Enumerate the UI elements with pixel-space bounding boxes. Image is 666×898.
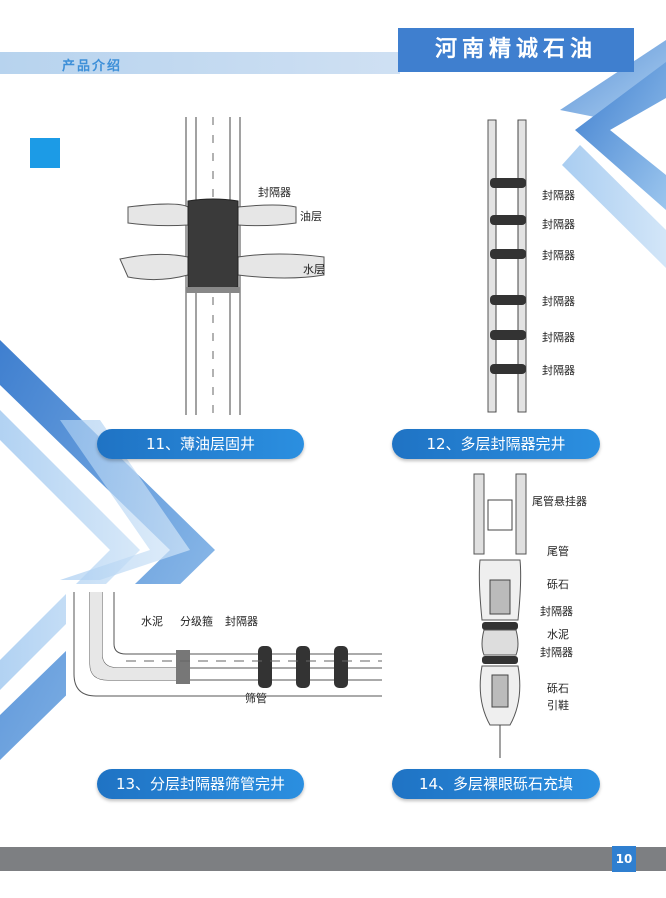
fig14-label-gravel-1: 砾石 — [547, 578, 569, 591]
fig12-label-packer-3: 封隔器 — [542, 249, 575, 262]
fig12-label-packer-4: 封隔器 — [542, 295, 575, 308]
fig13-label-screen: 筛管 — [245, 692, 267, 705]
fig11-label-packer: 封隔器 — [258, 186, 291, 199]
fig14-label-cement: 水泥 — [547, 628, 569, 641]
footer-bar — [0, 847, 666, 871]
fig12-label-packer-1: 封隔器 — [542, 189, 575, 202]
figure-13-caption: 13、分层封隔器筛管完井 — [97, 769, 304, 799]
fig12-label-packer-5: 封隔器 — [542, 331, 575, 344]
brand-name: 河南精诚石油 — [434, 37, 597, 62]
header-band — [0, 52, 400, 74]
fig11-label-oil-layer: 油层 — [300, 210, 322, 223]
figure-11-diagram — [119, 117, 325, 415]
fig14-label-liner-hanger: 尾管悬挂器 — [532, 495, 587, 508]
fig12-label-packer-6: 封隔器 — [542, 364, 575, 377]
fig14-label-guide-shoe: 引鞋 — [547, 699, 569, 712]
fig14-label-liner: 尾管 — [547, 545, 569, 558]
fig13-label-stage-collar: 分级箍 — [180, 615, 213, 628]
fig13-label-packer: 封隔器 — [225, 615, 258, 628]
fig11-label-water-layer: 水层 — [303, 263, 325, 276]
fig12-label-packer-2: 封隔器 — [542, 218, 575, 231]
brand-box — [398, 28, 634, 72]
figure-14-caption: 14、多层裸眼砾石充填 — [392, 769, 600, 799]
figure-11-caption: 11、薄油层固井 — [97, 429, 304, 459]
figure-12-diagram — [487, 119, 527, 413]
figure-13-diagram — [66, 584, 382, 706]
figure-14-diagram — [473, 473, 527, 758]
fig13-label-cement: 水泥 — [141, 615, 163, 628]
section-label: 产品介绍 — [62, 59, 123, 74]
fig14-label-packer-2: 封隔器 — [540, 646, 573, 659]
page-number: 10 — [612, 846, 636, 872]
figure-12-caption: 12、多层封隔器完井 — [392, 429, 600, 459]
fig14-label-gravel-2: 砾石 — [547, 682, 569, 695]
fig14-label-packer-1: 封隔器 — [540, 605, 573, 618]
section-marker — [30, 138, 60, 168]
